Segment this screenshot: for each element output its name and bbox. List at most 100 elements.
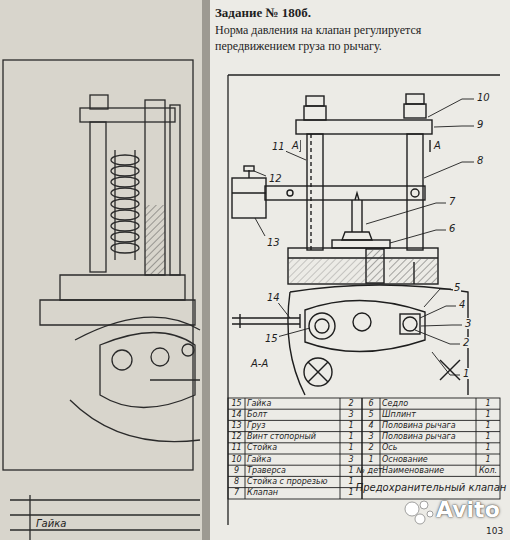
table-rule bbox=[228, 487, 362, 488]
table-cell: 11 bbox=[231, 444, 241, 453]
table-cell: Наименование bbox=[382, 467, 444, 476]
table-cell: 1 bbox=[348, 444, 353, 453]
callout-number: 10 bbox=[476, 92, 491, 103]
table-rule bbox=[228, 431, 362, 432]
table-cell: 3 bbox=[348, 411, 353, 420]
table-cell: Груз bbox=[247, 422, 266, 431]
gutter bbox=[202, 0, 210, 540]
left-illustration bbox=[3, 60, 200, 540]
slotted-column bbox=[407, 134, 423, 250]
nut bbox=[304, 106, 326, 120]
table-rule bbox=[228, 442, 362, 443]
table-cell: Основание bbox=[382, 456, 428, 465]
table-cell: Гайка bbox=[247, 456, 271, 465]
table-rule bbox=[362, 409, 500, 410]
table-cell: 1 bbox=[348, 467, 353, 476]
table-cell: Винт стопорный bbox=[247, 433, 316, 442]
table-cell: 4 bbox=[368, 422, 373, 431]
table-cell: Седло bbox=[382, 400, 408, 409]
hatching bbox=[367, 250, 383, 282]
table-cell: 1 bbox=[485, 456, 490, 465]
hatching bbox=[389, 259, 437, 283]
table-cell: Клапан bbox=[247, 489, 278, 498]
base-outline bbox=[288, 285, 468, 395]
table-cell: 2 bbox=[348, 400, 353, 409]
page-number: 103 bbox=[486, 527, 503, 537]
table-rule bbox=[362, 420, 500, 421]
table-cell: Ось bbox=[382, 444, 397, 453]
instruction-text: Норма давления на клапан регулируется пе… bbox=[215, 22, 500, 54]
section-label: А-А bbox=[250, 358, 269, 369]
callout-number: 15 bbox=[264, 333, 279, 344]
table-rule bbox=[362, 454, 500, 455]
valve-front-view bbox=[232, 94, 438, 284]
table-cell: 1 bbox=[348, 478, 353, 487]
table-cell: 1 bbox=[368, 456, 373, 465]
column bbox=[307, 134, 323, 250]
table-cell: Стойка с прорезью bbox=[247, 478, 327, 487]
table-cell: 1 bbox=[485, 433, 490, 442]
spring-coil bbox=[111, 155, 139, 253]
callout-number: 3 bbox=[464, 318, 472, 329]
section-mark: A bbox=[291, 140, 300, 151]
table-rule bbox=[228, 476, 362, 477]
table-rule bbox=[228, 409, 362, 410]
task-title: Задание № 180б. bbox=[215, 6, 311, 20]
title-block: Предохранительный клапан bbox=[356, 482, 507, 493]
table-cell: Гайка bbox=[247, 400, 271, 409]
table-cell: 9 bbox=[234, 467, 239, 476]
coil-turn bbox=[111, 243, 139, 253]
table-cell: 1 bbox=[348, 422, 353, 431]
table-cell: Траверса bbox=[247, 467, 286, 476]
hatching bbox=[145, 205, 165, 275]
table-rule bbox=[362, 465, 500, 466]
left-page bbox=[0, 0, 204, 540]
table-rule bbox=[228, 465, 362, 466]
coil-turn bbox=[111, 232, 139, 242]
callout-number: 8 bbox=[476, 155, 484, 166]
leader-lines bbox=[254, 99, 474, 375]
table-cell: 1 bbox=[485, 400, 490, 409]
section-view bbox=[232, 285, 468, 395]
table-rule bbox=[362, 442, 500, 443]
table-cell: 7 bbox=[234, 489, 239, 498]
table-cell: 1 bbox=[485, 411, 490, 420]
table-rule bbox=[228, 420, 362, 421]
callout-number: 2 bbox=[462, 337, 470, 348]
table-cell: 6 bbox=[368, 400, 373, 409]
valve bbox=[342, 200, 372, 240]
lever bbox=[265, 186, 425, 200]
seat bbox=[332, 240, 390, 248]
callout-number: 4 bbox=[458, 299, 466, 310]
watermark-logo bbox=[405, 501, 433, 524]
table-cell: 13 bbox=[231, 422, 241, 431]
table-cell: 15 bbox=[231, 400, 241, 409]
callout-number: 11 bbox=[271, 141, 286, 152]
table-cell: Половина рычага bbox=[382, 422, 456, 431]
table-cell: Половина рычага bbox=[382, 433, 456, 442]
table-cell: Стойка bbox=[247, 444, 277, 453]
coil-turn bbox=[111, 221, 139, 231]
table-cell: Болт bbox=[247, 411, 267, 420]
lever-halves bbox=[305, 300, 425, 351]
callout-number: 5 bbox=[453, 282, 461, 293]
table-rule bbox=[362, 431, 500, 432]
callout-number: 14 bbox=[266, 292, 281, 303]
table-rule bbox=[362, 476, 500, 477]
callout-number: 7 bbox=[448, 196, 456, 207]
section-mark: A bbox=[433, 140, 442, 151]
callout-number: 12 bbox=[268, 173, 283, 184]
table-cell: 10 bbox=[231, 456, 241, 465]
nut bbox=[404, 104, 426, 118]
hatching bbox=[289, 259, 365, 283]
callout-number: 6 bbox=[448, 223, 456, 234]
table-cell: 12 bbox=[231, 433, 241, 442]
table-cell: 3 bbox=[348, 456, 353, 465]
table-cell: Шплинт bbox=[382, 411, 416, 420]
table-cell: 1 bbox=[485, 422, 490, 431]
table-cell: 1 bbox=[485, 444, 490, 453]
table-cell: 1 bbox=[348, 433, 353, 442]
coil-turn bbox=[111, 166, 139, 176]
table-cell: 3 bbox=[368, 433, 373, 442]
